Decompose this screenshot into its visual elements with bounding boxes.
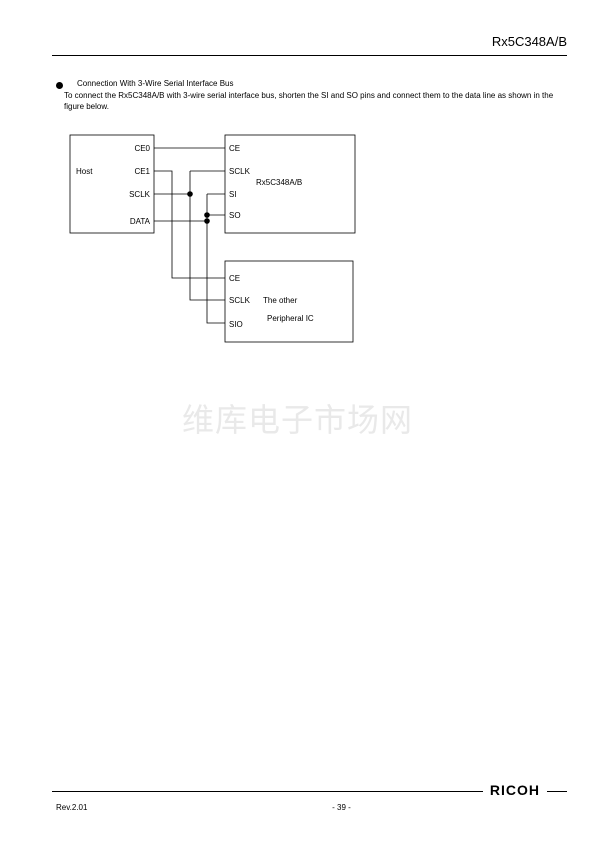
peripheral-box bbox=[224, 260, 354, 343]
host-pin-ce0: CE0 bbox=[134, 144, 150, 153]
host-pin-ce1: CE1 bbox=[134, 167, 150, 176]
header-rule bbox=[52, 55, 567, 56]
periph-pin-sclk: SCLK bbox=[229, 296, 251, 305]
junction-sclk bbox=[187, 191, 193, 197]
host-pin-sclk: SCLK bbox=[129, 190, 151, 199]
rtc-box bbox=[224, 134, 356, 234]
rtc-pin-si: SI bbox=[229, 190, 237, 199]
junction-so bbox=[204, 212, 210, 218]
revision: Rev.2.01 bbox=[56, 803, 88, 812]
section-body: To connect the Rx5C348A/B with 3-wire se… bbox=[64, 91, 554, 111]
section-title: Connection With 3-Wire Serial Interface … bbox=[77, 79, 234, 88]
junction-data bbox=[204, 218, 210, 224]
page-number: - 39 - bbox=[332, 803, 351, 812]
bullet-icon bbox=[56, 82, 63, 89]
rtc-pin-so: SO bbox=[229, 211, 241, 220]
footer-rule-right bbox=[547, 791, 567, 792]
host-pin-data: DATA bbox=[130, 217, 151, 226]
periph-pin-ce: CE bbox=[229, 274, 240, 283]
wire-sclk-bus bbox=[189, 171, 225, 301]
rtc-pin-ce: CE bbox=[229, 144, 240, 153]
host-label: Host bbox=[76, 167, 93, 176]
ricoh-logo: RICOH bbox=[486, 782, 543, 798]
header-title: Rx5C348A/B bbox=[491, 34, 567, 49]
wire-ce1 bbox=[154, 170, 225, 279]
watermark: 维库电子市场网 bbox=[181, 401, 413, 439]
periph-label-1: The other bbox=[263, 296, 298, 305]
periph-pin-sio: SIO bbox=[229, 320, 243, 329]
host-box bbox=[69, 134, 155, 234]
wire-data-bus bbox=[206, 194, 225, 324]
rtc-pin-sclk: SCLK bbox=[229, 167, 251, 176]
rtc-label: Rx5C348A/B bbox=[256, 178, 302, 187]
footer-rule bbox=[52, 791, 483, 792]
periph-label-2: Peripheral IC bbox=[267, 314, 314, 323]
